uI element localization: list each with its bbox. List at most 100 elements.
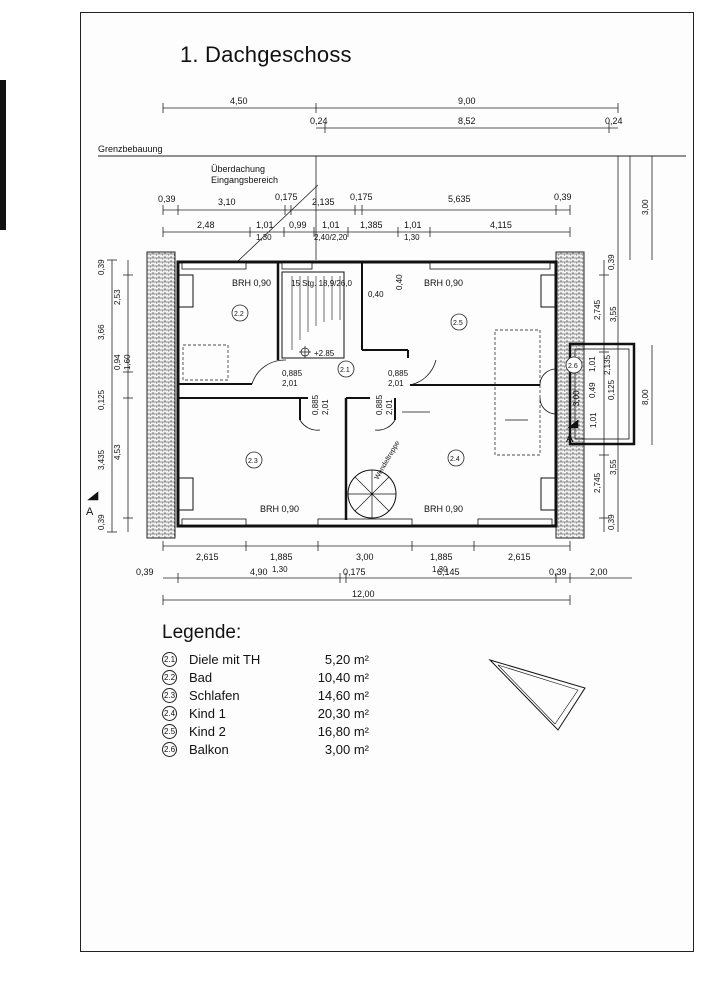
dim-r4-1: 1,01: [256, 220, 274, 230]
dim-misc-1: 0,40: [395, 274, 404, 290]
dim-r3-6: 0,39: [554, 192, 572, 202]
section-a-left: A: [86, 506, 94, 518]
scan-edge-shadow: [0, 80, 6, 230]
dim-misc-3: 2,01: [282, 379, 298, 388]
dim-left-2: 3,66: [97, 324, 106, 340]
room-code-2-5: 2.5: [453, 320, 463, 327]
dim-b1sub-1: 1,30: [432, 565, 448, 574]
dim-left-5: 0,125: [97, 389, 106, 410]
legend-name: Kind 1: [189, 705, 226, 721]
dim-b2-0: 0,39: [136, 567, 154, 577]
dim-r4-6: 4,115: [490, 220, 512, 230]
room-badge: 2.2: [162, 669, 177, 685]
legend-name: Diele mit TH: [189, 651, 261, 667]
ueber-label-1: Überdachung: [211, 164, 265, 174]
dim-r4-2: 0,99: [289, 220, 307, 230]
section-a-right: A: [566, 433, 574, 445]
dim-left-3: 0,94: [113, 354, 122, 370]
dim-b1sub-0: 1,30: [272, 565, 288, 574]
dim-b2-2: 0,175: [343, 567, 366, 577]
dim-misc-7: 2,01: [321, 399, 330, 415]
dim-right-12: 1,01: [589, 412, 598, 428]
dim-r4-5: 1,01: [404, 220, 422, 230]
legend-item: 2.1 Diele mit TH 5,20 m²: [162, 650, 402, 668]
room-badge: 2.4: [162, 705, 177, 721]
dim-b1-3: 1,885: [430, 552, 453, 562]
stair-note: 15 Stg. 18,9/26,0: [291, 279, 352, 288]
dim-left-0: 0,39: [97, 259, 106, 275]
dim-misc-2: 0,885: [282, 369, 303, 378]
dim-r3-0: 0,39: [158, 194, 176, 204]
legend-area: 14,60 m²: [317, 687, 369, 703]
dim-left-1: 2,53: [113, 289, 122, 305]
legend-area: 10,40 m²: [317, 669, 369, 685]
dim-left-4: 1,60: [123, 354, 132, 370]
dim-r3-1: 3,10: [218, 197, 236, 207]
dim-b1-1: 1,885: [270, 552, 293, 562]
page-title: 1. Dachgeschoss: [180, 42, 352, 67]
legend: 2.1 Diele mit TH 5,20 m² 2.2 Bad 10,40 m² 2.…: [162, 650, 402, 758]
dim-misc-9: 2,01: [385, 399, 394, 415]
dim-misc-5: 2,01: [388, 379, 404, 388]
legend-area: 5,20 m²: [324, 651, 369, 667]
dim-right-7: 0,125: [607, 379, 616, 400]
legend-item: 2.2 Bad 10,40 m²: [162, 668, 402, 686]
dim-b2-3: 6,145: [437, 567, 460, 577]
dim-r4sub-1: 2,40/2,20: [314, 233, 348, 242]
dim-top-0: 4,50: [230, 96, 248, 106]
legend-area: 16,80 m²: [317, 723, 369, 739]
spiral-label: Wendeltreppe: [374, 440, 402, 481]
dim-r3-5: 5,635: [448, 194, 471, 204]
dim-misc-6: 0,885: [311, 394, 320, 415]
dim-b1-2: 3,00: [356, 552, 374, 562]
brh-2-2: BRH 0,90: [232, 278, 271, 288]
dim-misc-0: 0,40: [368, 290, 384, 299]
dim-r3-2: 0,175: [275, 192, 298, 202]
dim-right-9: 3,55: [609, 459, 618, 475]
room-code-2-3: 2.3: [248, 458, 258, 465]
legend-item: 2.4 Kind 1 20,30 m²: [162, 704, 402, 722]
dim-r4-4: 1,385: [360, 220, 383, 230]
dim-top-1: 9,00: [458, 96, 476, 106]
room-badge: 2.1: [162, 651, 177, 667]
dim-right-10: 2,745: [593, 472, 602, 493]
dim-r3-3: 2,135: [312, 197, 335, 207]
level-mark: +2.85: [314, 349, 335, 358]
dim-top2-2: 0,24: [605, 116, 623, 126]
dim-b2-4: 0,39: [549, 567, 567, 577]
dim-b3: 12,00: [352, 589, 375, 599]
brh-2-4: BRH 0,90: [424, 504, 463, 514]
legend-area: 3,00 m²: [324, 741, 369, 757]
dim-left-8: 0,39: [97, 514, 106, 530]
drawing-sheet: [80, 12, 694, 952]
dim-b1-0: 2,615: [196, 552, 219, 562]
dim-r4sub-2: 1,30: [404, 233, 420, 242]
legend-name: Balkon: [189, 741, 229, 757]
legend-area: 20,30 m²: [317, 705, 369, 721]
room-code-2-2: 2.2: [234, 311, 244, 318]
dim-right-4: 0,49: [588, 382, 597, 398]
room-badge: 2.5: [162, 723, 177, 739]
dim-misc-4: 0,885: [388, 369, 409, 378]
dim-b2-5: 2,00: [590, 567, 608, 577]
room-code-2-4: 2.4: [450, 456, 460, 463]
room-code-2-1: 2.1: [340, 367, 350, 374]
dim-top2-1: 8,52: [458, 116, 476, 126]
brh-2-5: BRH 0,90: [424, 278, 463, 288]
legend-name: Bad: [189, 669, 213, 685]
legend-name: Kind 2: [189, 723, 226, 739]
dim-right-2: 3,55: [609, 306, 618, 322]
dim-misc-8: 0,885: [375, 394, 384, 415]
room-badge: 2.6: [162, 741, 177, 757]
dim-b1-4: 2,615: [508, 552, 531, 562]
brh-2-3: BRH 0,90: [260, 504, 299, 514]
dim-right-1: 2,745: [593, 299, 602, 320]
dim-r4-0: 2,48: [197, 220, 215, 230]
dim-left-7: 4,53: [113, 444, 122, 460]
dim-r4sub-0: 1,30: [256, 233, 272, 242]
dim-right-6: 2,135: [603, 354, 612, 375]
dim-r3-4: 0,175: [350, 192, 373, 202]
legend-item: 2.5 Kind 2 16,80 m²: [162, 722, 402, 740]
